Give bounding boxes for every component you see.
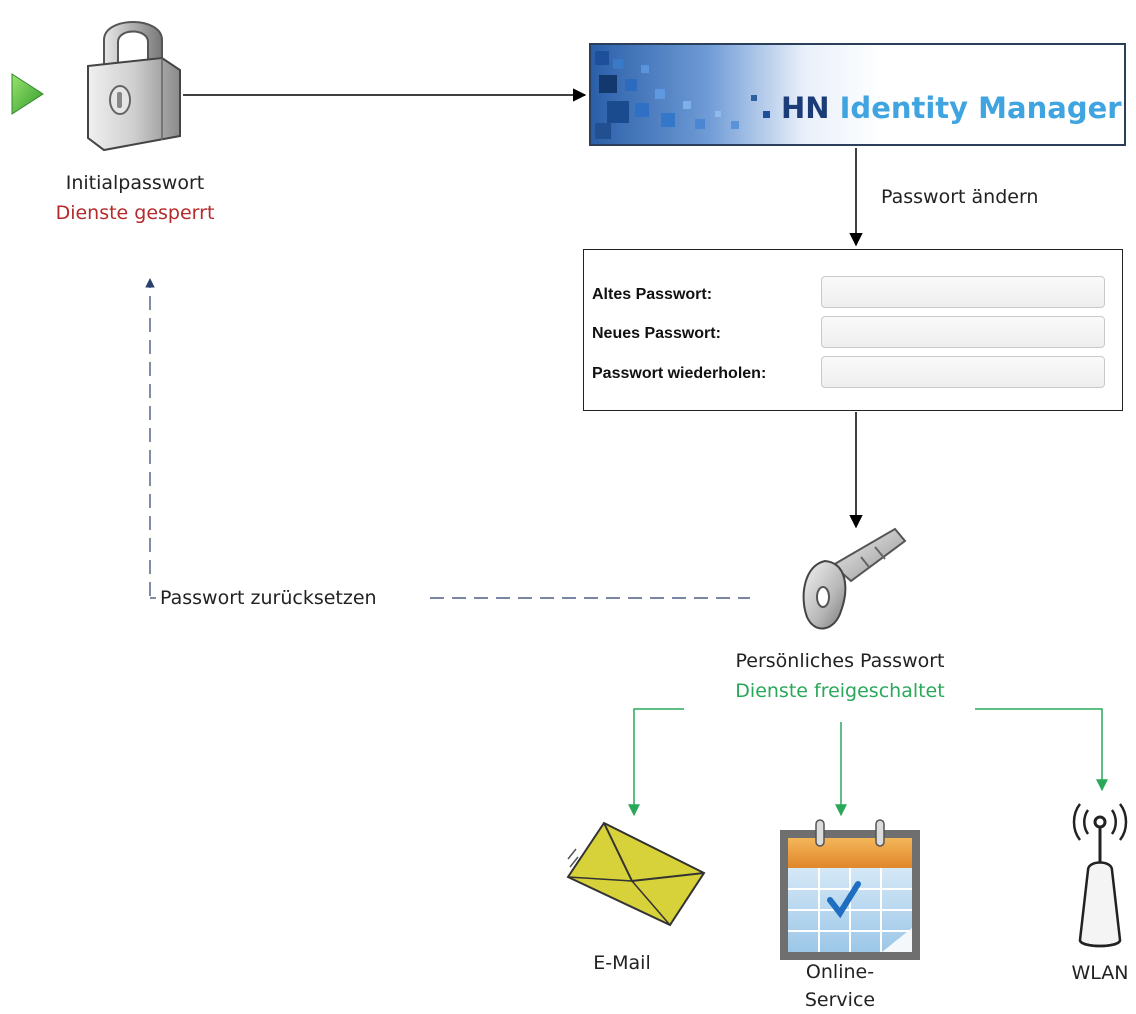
wlan-label: WLAN bbox=[1071, 962, 1129, 984]
pixel-cubes-logo bbox=[595, 51, 770, 139]
personal-password-status: Dienste freigeschaltet bbox=[735, 680, 945, 702]
padlock-icon bbox=[87, 21, 181, 152]
play-icon bbox=[11, 73, 44, 115]
personal-password-title: Persönliches Passwort bbox=[735, 650, 945, 672]
envelope-icon bbox=[566, 821, 706, 927]
calendar-icon bbox=[780, 819, 920, 960]
initial-password-title: Initialpasswort bbox=[65, 172, 205, 194]
arrow-to-wlan bbox=[975, 708, 1108, 792]
old-password-field[interactable] bbox=[821, 276, 1105, 308]
banner-brand-hn: HN bbox=[781, 91, 830, 125]
arrow-to-email bbox=[628, 708, 684, 817]
banner-brand-rest: Identity Manager bbox=[829, 91, 1122, 125]
repeat-password-label: Passwort wiederholen: bbox=[592, 365, 767, 382]
key-icon bbox=[802, 527, 907, 630]
old-password-label: Altes Passwort: bbox=[592, 286, 713, 303]
repeat-password-field[interactable] bbox=[821, 356, 1105, 388]
new-password-field[interactable] bbox=[821, 316, 1105, 348]
hn-identity-manager-banner[interactable]: HN Identity Manager bbox=[589, 43, 1126, 146]
wlan-router-icon bbox=[1072, 803, 1128, 948]
change-password-form: Altes Passwort: Neues Passwort: Passwort… bbox=[583, 249, 1123, 411]
online-service-label: Online- Service bbox=[804, 961, 876, 1011]
change-password-label: Passwort ändern bbox=[881, 186, 1039, 208]
reset-password-label: Passwort zurücksetzen bbox=[160, 587, 377, 609]
email-label: E-Mail bbox=[593, 952, 651, 974]
banner-title: HN Identity Manager bbox=[781, 91, 1122, 125]
initial-password-status: Dienste gesperrt bbox=[55, 202, 215, 224]
new-password-label: Neues Passwort: bbox=[592, 325, 721, 342]
